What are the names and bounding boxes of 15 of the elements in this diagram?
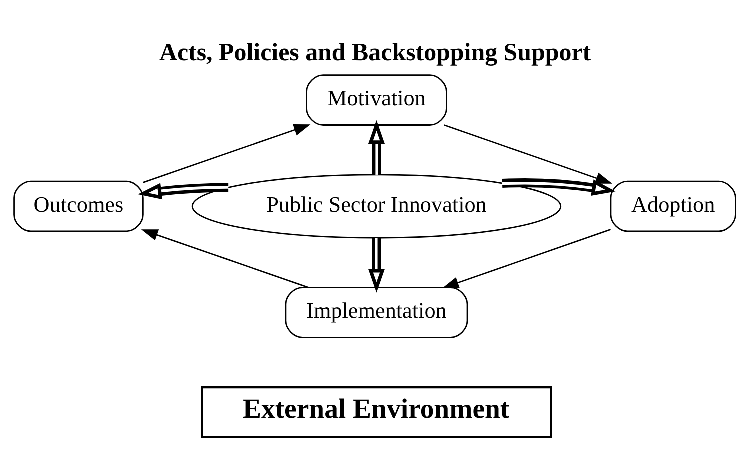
arrow — [141, 230, 309, 288]
arrow — [502, 178, 616, 196]
node-ellipse: Public Sector Innovation — [192, 174, 562, 239]
arrow — [444, 124, 612, 184]
diagram-title: Acts, Policies and Backstopping Support — [159, 40, 592, 67]
node-box: Adoption — [610, 180, 736, 232]
arrow — [368, 238, 385, 293]
node-box: External Environment — [201, 386, 552, 438]
arrow — [138, 183, 229, 200]
node-box: Outcomes — [14, 180, 144, 232]
node-box: Motivation — [306, 74, 448, 126]
node-box: Implementation — [285, 287, 468, 338]
arrow — [368, 120, 385, 175]
arrow — [143, 124, 311, 184]
arrow — [442, 229, 612, 288]
